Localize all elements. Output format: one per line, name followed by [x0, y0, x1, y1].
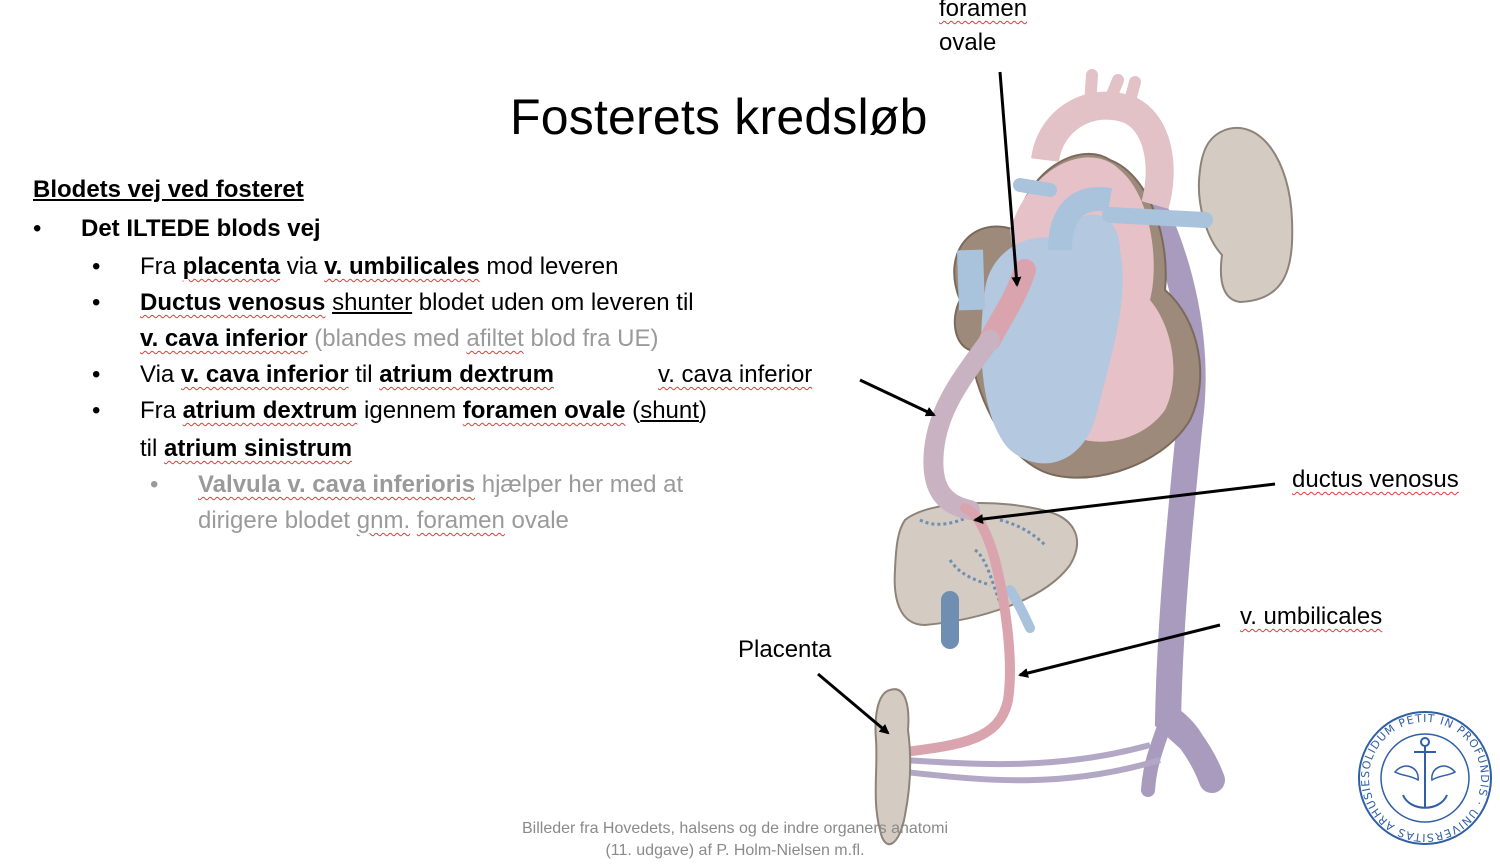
liver-shape — [893, 502, 1079, 627]
bullet-item2: • — [92, 289, 101, 316]
aorta-branch-2 — [1104, 74, 1124, 106]
section-heading: Blodets vej ved fosteret — [33, 176, 304, 203]
bullet-item3: • — [92, 361, 101, 388]
label-umbilicales: v. umbilicales — [1240, 603, 1383, 630]
arrow-vci — [859, 378, 936, 417]
pulmonary-artery-right — [1102, 207, 1213, 228]
arrow-umbilicales — [1018, 623, 1221, 678]
vena-cava-inferior-channel — [923, 330, 1000, 520]
sub-item-1-continued: dirigere blodet gnm. foramen ovale — [198, 507, 569, 534]
lung-shape — [1198, 127, 1294, 304]
label-placenta: Placenta — [738, 636, 832, 663]
aorta-branch-1 — [1084, 69, 1098, 111]
sub-item-1: Valvula v. cava inferioris hjælper her m… — [198, 471, 684, 498]
bullet-item1: • — [92, 253, 101, 280]
list-item-1: Fra placenta via v. umbilicales mod leve… — [140, 253, 619, 280]
arrow-placenta — [817, 672, 890, 735]
level1-label: Det ILTEDE blods vej — [81, 215, 321, 242]
list-item-4-continued: til atrium sinistrum — [140, 435, 353, 462]
list-item-2: Ductus venosus shunter blodet uden om le… — [140, 289, 694, 316]
pulmonary-trunk — [1048, 187, 1112, 251]
slide-title: Fosterets kredsløb — [510, 89, 928, 145]
umbilical-artery-2 — [904, 757, 1161, 784]
bullet-item4: • — [92, 397, 101, 424]
caption-line-2: (11. udgave) af P. Holm-Nielsen m.fl. — [605, 842, 865, 859]
label-vena-cava-inferior: v. cava inferior — [658, 361, 813, 388]
aorta-branch-3 — [1122, 76, 1141, 114]
label-ductus-venosus: ductus venosus — [1292, 466, 1459, 493]
umbilical-vein — [900, 503, 1015, 757]
pulmonary-artery-left — [1013, 178, 1057, 197]
list-item-2-continued: v. cava inferior (blandes med afiltet bl… — [140, 325, 659, 352]
portal-vein — [1005, 585, 1035, 633]
label-foramen: foramen — [939, 0, 1028, 22]
list-item-4: Fra atrium dextrum igennem foramen ovale… — [140, 397, 707, 424]
umbilical-artery-1 — [904, 742, 1151, 768]
bullet-sub1: • — [150, 471, 159, 498]
iliac-branch — [1141, 708, 1175, 797]
caption-line-1: Billeder fra Hovedets, halsens og de ind… — [521, 820, 949, 837]
arrow-foramen-ovale — [998, 71, 1022, 287]
bullet-level1: • — [33, 215, 42, 242]
superior-vena-cava — [957, 249, 985, 311]
hepatic-vessels — [919, 513, 1047, 612]
arrow-ductus-venosus — [973, 482, 1276, 525]
label-ovale: ovale — [939, 29, 997, 56]
iliac-branch-2 — [1168, 708, 1219, 787]
image-credit-caption: Billeder fra Hovedets, halsens og de ind… — [470, 818, 1000, 862]
list-item-3: Via v. cava inferior til atrium dextrum — [140, 361, 554, 388]
